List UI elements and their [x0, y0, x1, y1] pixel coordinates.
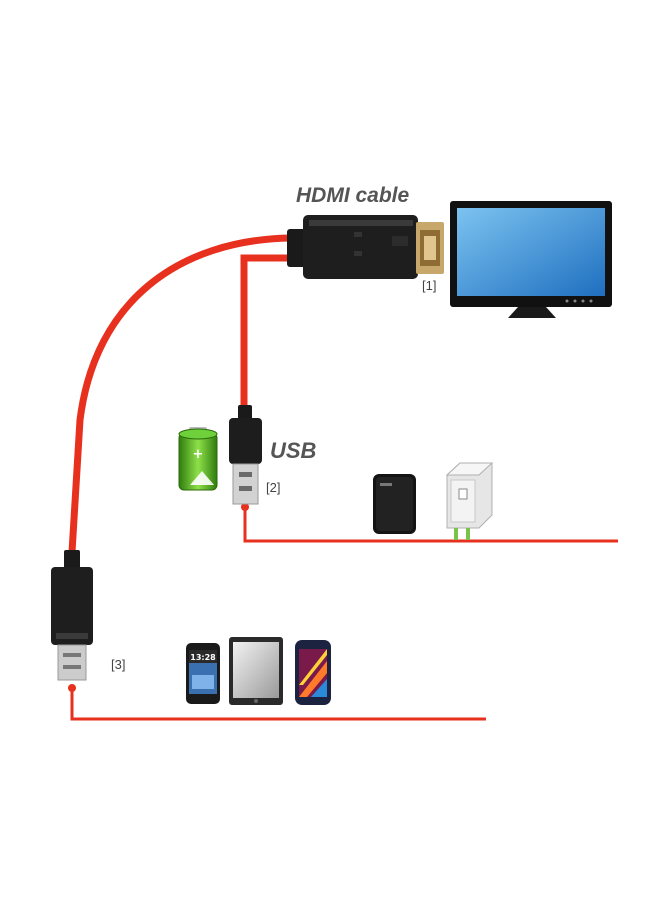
- ref-label-2: [2]: [266, 480, 281, 495]
- power-bank-icon: [373, 474, 416, 534]
- hdmi-connector: [287, 215, 444, 279]
- hdmi-cable-label: HDMI cable: [296, 184, 410, 207]
- cables: [68, 234, 296, 556]
- phone-clock: 13:28: [190, 653, 216, 662]
- usb-branch-cable: [240, 254, 296, 414]
- micro-usb-connector: [51, 550, 93, 681]
- micro-usb-connection-line: [70, 688, 486, 721]
- usb-label: USB: [270, 438, 317, 463]
- tablet-icon: [229, 637, 283, 705]
- svg-text:+: +: [193, 447, 204, 462]
- connection-lines: [70, 507, 618, 721]
- smartphone-icon: 13:28: [186, 643, 220, 704]
- usb-connection-line: [243, 507, 618, 543]
- ref-label-1: [1]: [422, 278, 437, 293]
- battery-icon: +: [178, 427, 218, 491]
- smartphone-icon-2: [295, 640, 331, 705]
- usb-dot: [241, 503, 249, 511]
- tv-monitor-icon: [450, 201, 612, 318]
- wall-charger-icon: [445, 462, 494, 540]
- usb-connector: [229, 405, 262, 505]
- micro-usb-dot: [68, 684, 76, 692]
- ref-label-3: [3]: [111, 657, 126, 672]
- main-cable: [68, 234, 294, 556]
